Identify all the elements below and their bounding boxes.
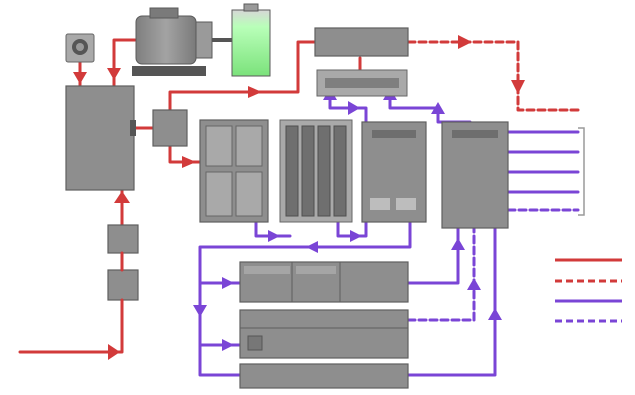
input-filter-box [107, 224, 139, 254]
arrow-icon [107, 68, 121, 80]
arrow-icon [350, 230, 362, 242]
contactor-rack [279, 119, 353, 223]
arrow-icon [458, 35, 472, 49]
arrow-icon [222, 339, 234, 351]
breaker-panel [199, 119, 269, 223]
electric-motor [132, 7, 232, 76]
power-arrows [73, 35, 525, 360]
arrow-icon [248, 86, 262, 98]
junction-to-top-line [168, 40, 317, 112]
arrow-icon [182, 156, 196, 168]
arrow-icon [222, 277, 234, 289]
coolant-tank [231, 3, 271, 77]
top-transformer [314, 27, 409, 57]
arrow-icon [431, 102, 445, 114]
arrow-icon [306, 241, 318, 253]
arrow-icon [451, 238, 465, 250]
legend [555, 258, 622, 323]
arrow-icon [511, 80, 525, 94]
arrow-icon [114, 191, 130, 203]
signal-unit-right-line [388, 94, 472, 124]
output-bracket [578, 127, 585, 216]
arrow-icon [108, 344, 120, 360]
motor-feed-line [112, 38, 137, 88]
signal-drive-feed-2 [406, 226, 476, 322]
controller-module [239, 309, 409, 359]
power-input-line [18, 248, 124, 354]
arrow-icon [348, 101, 360, 115]
arrow-icon [467, 278, 481, 290]
gauge-unit [65, 33, 95, 63]
electric-motor-icon [135, 15, 197, 65]
signal-drive-feed-1 [406, 226, 460, 285]
signal-return-loop-line [198, 220, 412, 377]
io-module [239, 363, 409, 389]
dashed-power-top-line [406, 40, 582, 112]
arrow-icon [488, 308, 502, 320]
signal-arrows [193, 88, 502, 351]
arrow-icon [268, 230, 280, 242]
junction-box [152, 109, 188, 147]
signal-drive-feed-3 [406, 226, 497, 377]
coolant-tank-icon [231, 9, 271, 77]
arrow-icon [73, 72, 87, 84]
main-cabinet [65, 85, 136, 191]
drive-module-2 [441, 121, 509, 229]
drive-module-1 [361, 121, 427, 223]
arrow-icon [193, 305, 207, 317]
power-supply-module [239, 261, 409, 303]
input-breaker-box [107, 269, 139, 301]
